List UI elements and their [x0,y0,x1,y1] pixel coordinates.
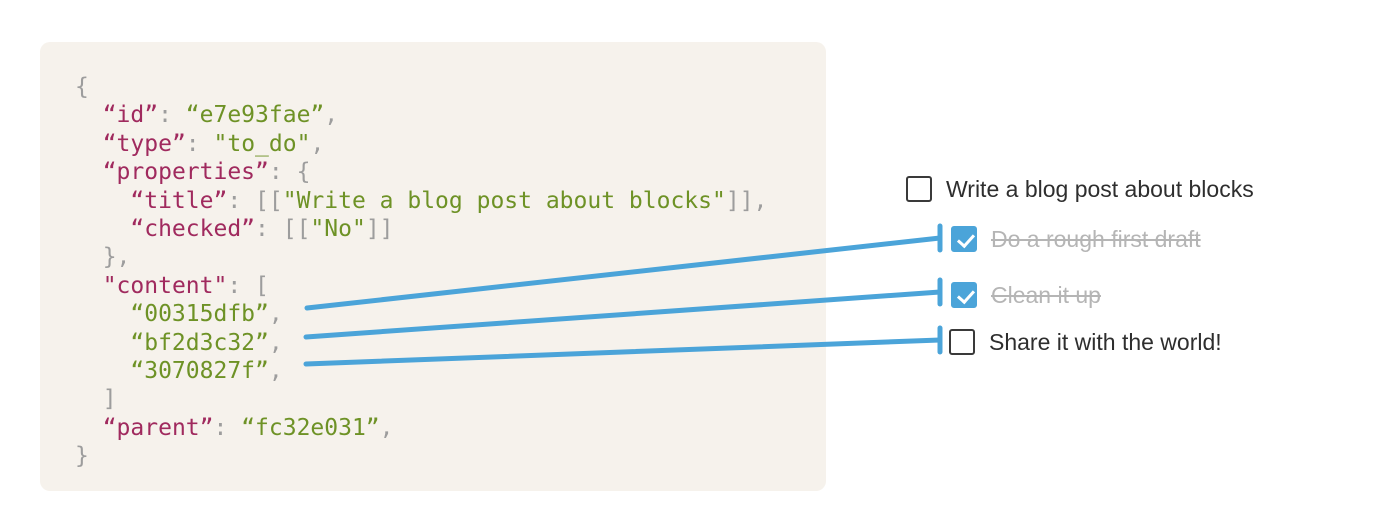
code-line: “type”: "to_do", [75,130,767,158]
code-segment-punc: , [268,329,283,356]
code-segment-str: “00315dfb” [130,301,269,328]
todo-label: Share it with the world! [989,328,1222,355]
code-block: { “id”: “e7e93fae”, “type”: "to_do", “pr… [75,73,767,470]
code-segment-key: "content" [102,272,228,299]
code-line: }, [75,243,767,271]
code-segment-punc: } [75,443,89,470]
code-segment-punc: : [268,159,297,186]
code-segment-punc: , [310,130,325,157]
todo-label: Do a rough first draft [991,225,1201,252]
code-segment-punc: [[ [255,187,283,214]
unchecked-checkbox-icon[interactable] [906,176,932,202]
code-segment-punc: : [158,102,186,129]
code-line: “3070827f”, [75,357,767,385]
code-segment-key: “title” [130,187,228,214]
code-segment-str: "to_do" [213,130,311,157]
code-line: } [75,442,767,470]
checked-checkbox-icon[interactable] [951,226,977,252]
todo-label: Clean it up [991,281,1101,308]
code-segment-str: “bf2d3c32” [130,329,269,356]
unchecked-checkbox-icon[interactable] [949,329,975,355]
code-line: “checked”: [["No"]] [75,215,767,243]
code-segment-punc: : [185,130,214,157]
code-line: “properties”: { [75,158,767,186]
code-segment-punc: : [227,187,256,214]
code-line: “00315dfb”, [75,300,767,328]
code-segment-str: “fc32e031” [241,414,380,441]
code-line: “title”: [["Write a blog post about bloc… [75,187,767,215]
code-segment-punc: ]], [725,187,768,214]
code-line: “bf2d3c32”, [75,329,767,357]
todo-label: Write a blog post about blocks [946,175,1254,202]
code-segment-key: “id” [102,102,159,129]
todo-item: Clean it up [951,282,1101,308]
code-segment-punc: , [268,357,283,384]
code-line: “id”: “e7e93fae”, [75,101,767,129]
code-segment-punc: { [296,159,311,186]
code-segment-punc: : [227,272,256,299]
code-segment-punc: , [324,102,339,129]
code-segment-punc: }, [75,244,131,271]
code-line: “parent”: “fc32e031”, [75,414,767,442]
code-segment-punc: , [379,414,394,441]
code-line: { [75,73,767,101]
code-segment-punc: ] [75,386,117,413]
code-segment-str: “e7e93fae” [185,102,325,129]
checked-checkbox-icon[interactable] [951,282,977,308]
todo-item: Write a blog post about blocks [906,176,1254,202]
code-segment-punc: : [255,215,283,242]
code-segment-punc: { [75,74,89,100]
code-segment-key: “properties” [102,159,269,186]
code-segment-key: “parent” [102,414,214,441]
code-segment-key: “type” [102,130,186,157]
code-segment-key: “checked” [130,215,256,242]
code-segment-punc: , [268,301,283,328]
code-segment-punc: [ [255,272,269,299]
code-line: "content": [ [75,272,767,300]
code-segment-str: “3070827f” [130,357,269,384]
code-segment-punc: : [213,414,242,441]
todo-item: Do a rough first draft [951,226,1201,252]
code-segment-str: "Write a blog post about blocks" [282,187,726,214]
todo-item: Share it with the world! [949,329,1222,355]
code-line: ] [75,385,767,413]
